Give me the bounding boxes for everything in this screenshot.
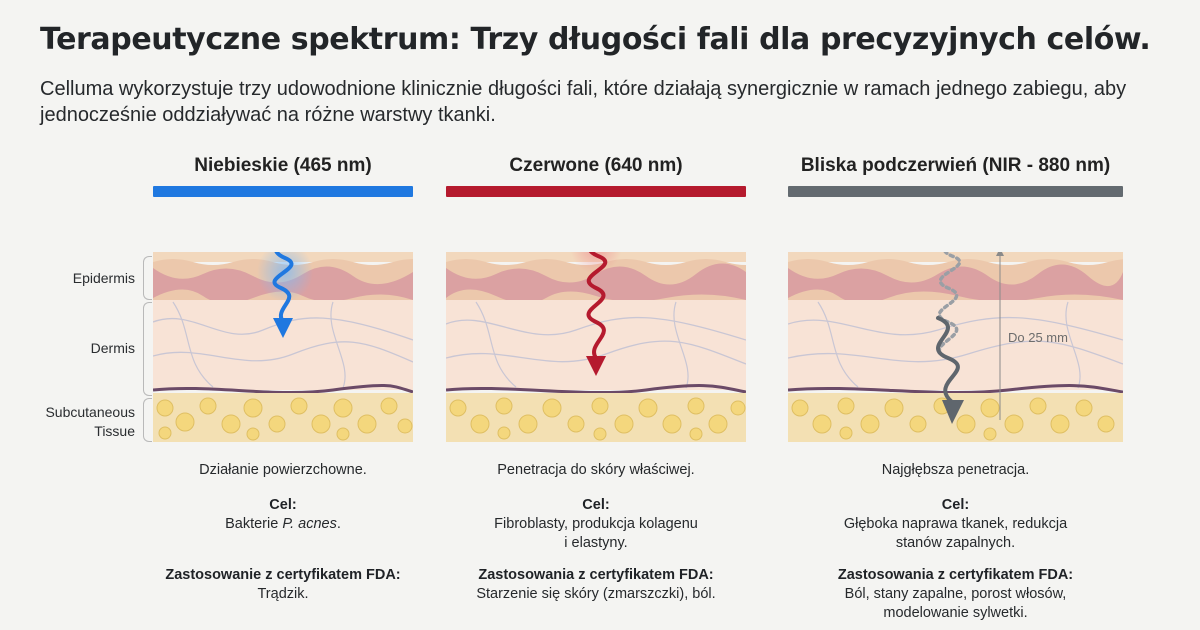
fat-cells [791, 397, 1115, 441]
epidermis-bracket [143, 256, 152, 300]
target-heading-red: Cel: [582, 497, 610, 513]
skin-diagram-nir [788, 252, 1123, 442]
skin-layers [788, 252, 1123, 442]
page-title: Terapeutyczne spektrum: Trzy długości fa… [40, 22, 1151, 57]
fda-text-blue: Trądzik. [257, 586, 309, 602]
light-wave-blue [272, 252, 294, 324]
layer-label-tissue: Tissue [94, 423, 135, 439]
fda-heading-blue: Zastosowanie z certyfikatem FDA: [165, 567, 401, 583]
fat-cells [156, 397, 413, 441]
wavelength-bar-blue [153, 186, 413, 197]
subcutaneous-bracket [143, 398, 152, 442]
layer-label-epidermis: Epidermis [72, 270, 135, 286]
light-wave-nir-dotted [937, 252, 962, 404]
effect-red: Penetracja do skóry właściwej. [497, 462, 695, 478]
depth-label: Do 25 mm [1008, 330, 1068, 345]
light-wave-red [586, 252, 608, 360]
target-heading-nir: Cel: [941, 497, 970, 513]
effect-nir: Najgłębsza penetracja. [881, 462, 1030, 478]
target-heading-blue: Cel: [269, 497, 297, 513]
fda-heading-red: Zastosowania z certyfikatem FDA: [478, 567, 714, 583]
light-wave-nir [936, 316, 960, 404]
layer-label-dermis: Dermis [90, 340, 135, 356]
skin-diagram-red [446, 252, 746, 442]
fda-heading-nir: Zastosowania z certyfikatem FDA: [837, 567, 1074, 583]
effect-blue: Działanie powierzchowne. [199, 462, 367, 478]
fat-cells [449, 397, 746, 441]
arrow-head-nir [942, 400, 964, 424]
skin-diagram-blue [153, 252, 413, 442]
arrow-head-blue [273, 318, 293, 338]
page-subtitle: Celluma wykorzystuje trzy udowodnione kl… [40, 78, 1127, 126]
fda-text-red: Starzenie się skóry (zmarszczki), ból. [476, 586, 716, 602]
column-title-blue: Niebieskie (465 nm) [194, 155, 372, 176]
arrow-head-red [586, 356, 606, 376]
layer-label-subcutaneous: Subcutaneous [45, 404, 135, 420]
wavelength-bar-red [446, 186, 746, 197]
column-title-nir: Bliska podczerwień (NIR - 880 nm) [800, 155, 1111, 176]
dermis-bracket [143, 302, 152, 396]
wavelength-bar-nir [788, 186, 1123, 197]
fda-text-nir: Ból, stany zapalne, porost włosów,modelo… [844, 586, 1067, 621]
column-title-red: Czerwone (640 nm) [509, 155, 683, 176]
target-text-blue: Bakterie P. acnes. [225, 516, 341, 532]
